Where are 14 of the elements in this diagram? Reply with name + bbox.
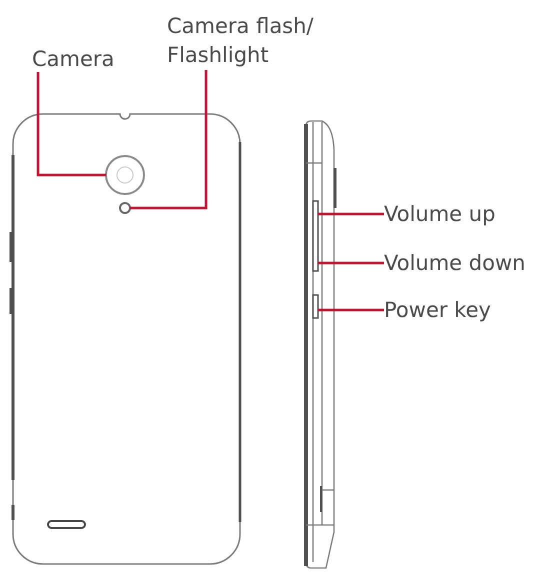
callout-label: Camera flash/ Flashlight (167, 12, 319, 70)
leader-line (36, 72, 106, 176)
volume-rocker (312, 200, 319, 272)
callout-label: Volume up (384, 201, 496, 227)
callout-label: Volume down (384, 250, 526, 276)
leader-line (130, 70, 208, 210)
callout-label: Power key (384, 297, 491, 323)
callout-label: Camera (32, 46, 114, 72)
camera-lens (105, 155, 145, 195)
flash-led (119, 202, 131, 214)
leader-line (318, 212, 384, 216)
power-key (312, 294, 319, 319)
leader-line (318, 262, 384, 264)
leader-line (318, 308, 384, 312)
